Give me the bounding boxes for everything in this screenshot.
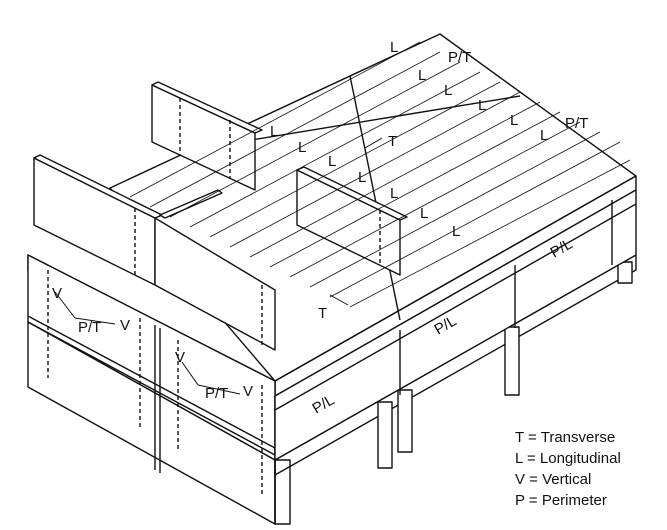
wall-panel-d-top: [296, 166, 408, 221]
label-t-2: T: [318, 305, 327, 322]
mid-floor-line: [274, 203, 637, 411]
label-l-11: L: [390, 185, 398, 202]
legend-item-v: V = Vertical: [515, 471, 591, 488]
label-l-10: L: [358, 169, 366, 186]
label-l-7: L: [270, 123, 278, 140]
label-v-3: V: [175, 349, 185, 366]
label-l-12: L: [420, 205, 428, 222]
post-right: [617, 261, 633, 284]
wall-panel-a-top: [151, 81, 263, 134]
label-l-9: L: [328, 153, 336, 170]
label-l-6: L: [540, 127, 548, 144]
label-l-13: L: [452, 223, 460, 240]
mid-floor-band: [274, 189, 637, 461]
label-pt-3: P/T: [78, 319, 101, 336]
label-v-4: V: [243, 383, 253, 400]
label-l-5: L: [510, 112, 518, 129]
label-pt-4: P/T: [205, 385, 228, 402]
label-l-8: L: [298, 139, 306, 156]
label-l-2: L: [418, 67, 426, 84]
label-l-1: L: [390, 39, 398, 56]
label-l-3: L: [444, 82, 452, 99]
legend-item-p: P = Perimeter: [515, 492, 607, 509]
label-pt-2: P/T: [565, 115, 588, 132]
post-front-mid: [377, 401, 393, 469]
post-mid-2: [397, 389, 413, 453]
label-v-1: V: [52, 285, 62, 302]
legend-item-t: T = Transverse: [515, 429, 615, 446]
wall-panel-c-top: [159, 189, 223, 219]
label-t-1: T: [388, 133, 397, 150]
post-mid-3: [504, 326, 520, 396]
legend-item-l: L = Longitudinal: [515, 450, 621, 467]
roof-planks: [129, 41, 631, 308]
label-l-4: L: [478, 97, 486, 114]
wall-panel-c: [154, 217, 276, 351]
post-front-left: [274, 459, 291, 525]
label-pt-1: P/T: [448, 49, 471, 66]
diagonal-straps: [54, 137, 383, 395]
floor-line-left: [27, 321, 276, 456]
legend: T = Transverse L = Longitudinal V = Vert…: [515, 429, 621, 509]
label-v-2: V: [120, 317, 130, 334]
floor-line-left-2: [27, 315, 276, 449]
